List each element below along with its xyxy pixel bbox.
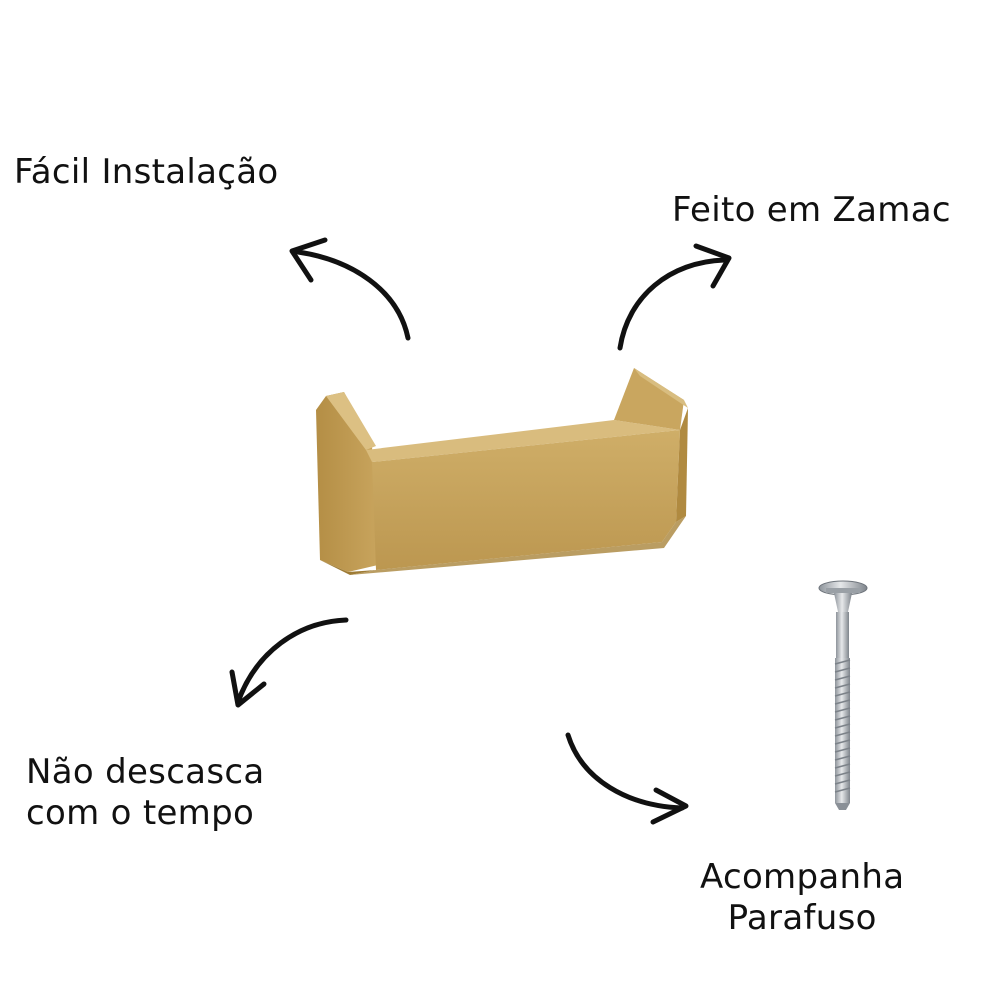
feature-label-screw-line2: Parafuso bbox=[727, 897, 877, 938]
feature-label-easy-install: Fácil Instalação bbox=[14, 152, 279, 192]
arrow-to-easy-install-icon bbox=[289, 237, 411, 341]
feature-label-screw: Acompanha Parafuso bbox=[700, 857, 904, 939]
feature-label-screw-line1: Acompanha bbox=[700, 857, 905, 897]
arrow-to-no-peel-icon bbox=[229, 617, 349, 708]
gold-handle-image bbox=[316, 368, 688, 575]
feature-label-no-peel-line1: Não descasca bbox=[26, 752, 265, 792]
screw-image bbox=[818, 580, 868, 810]
feature-label-no-peel-line2: com o tempo bbox=[26, 792, 255, 833]
feature-label-no-peel: Não descasca com o tempo bbox=[26, 752, 264, 834]
arrow-to-screw-icon bbox=[565, 732, 689, 825]
arrow-to-zamac-icon bbox=[617, 243, 732, 351]
feature-label-zamac: Feito em Zamac bbox=[672, 190, 951, 230]
